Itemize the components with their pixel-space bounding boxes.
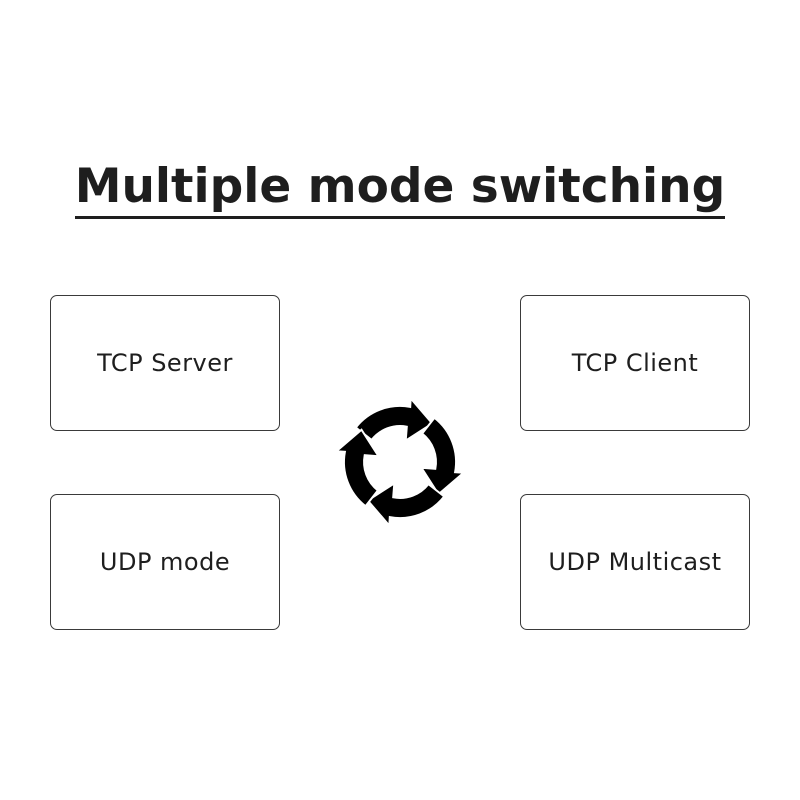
cycle-arrow-top: [354, 395, 434, 443]
cycle-arrows-icon: [333, 395, 467, 529]
cycle-arrow-bottom: [366, 481, 446, 529]
page-title: Multiple mode switching: [0, 155, 800, 219]
mode-label-tcp-client: TCP Client: [571, 349, 699, 377]
mode-box-udp-multicast: UDP Multicast: [520, 494, 750, 630]
mode-box-tcp-client: TCP Client: [520, 295, 750, 431]
mode-label-udp-mode: UDP mode: [99, 548, 231, 576]
mode-label-udp-multicast: UDP Multicast: [548, 548, 722, 576]
mode-label-tcp-server: TCP Server: [97, 349, 233, 377]
page-title-text: Multiple mode switching: [74, 158, 726, 219]
mode-box-udp-mode: UDP mode: [50, 494, 280, 630]
mode-box-tcp-server: TCP Server: [50, 295, 280, 431]
cycle-arrow-right: [419, 416, 467, 496]
cycle-arrow-left: [333, 428, 381, 508]
